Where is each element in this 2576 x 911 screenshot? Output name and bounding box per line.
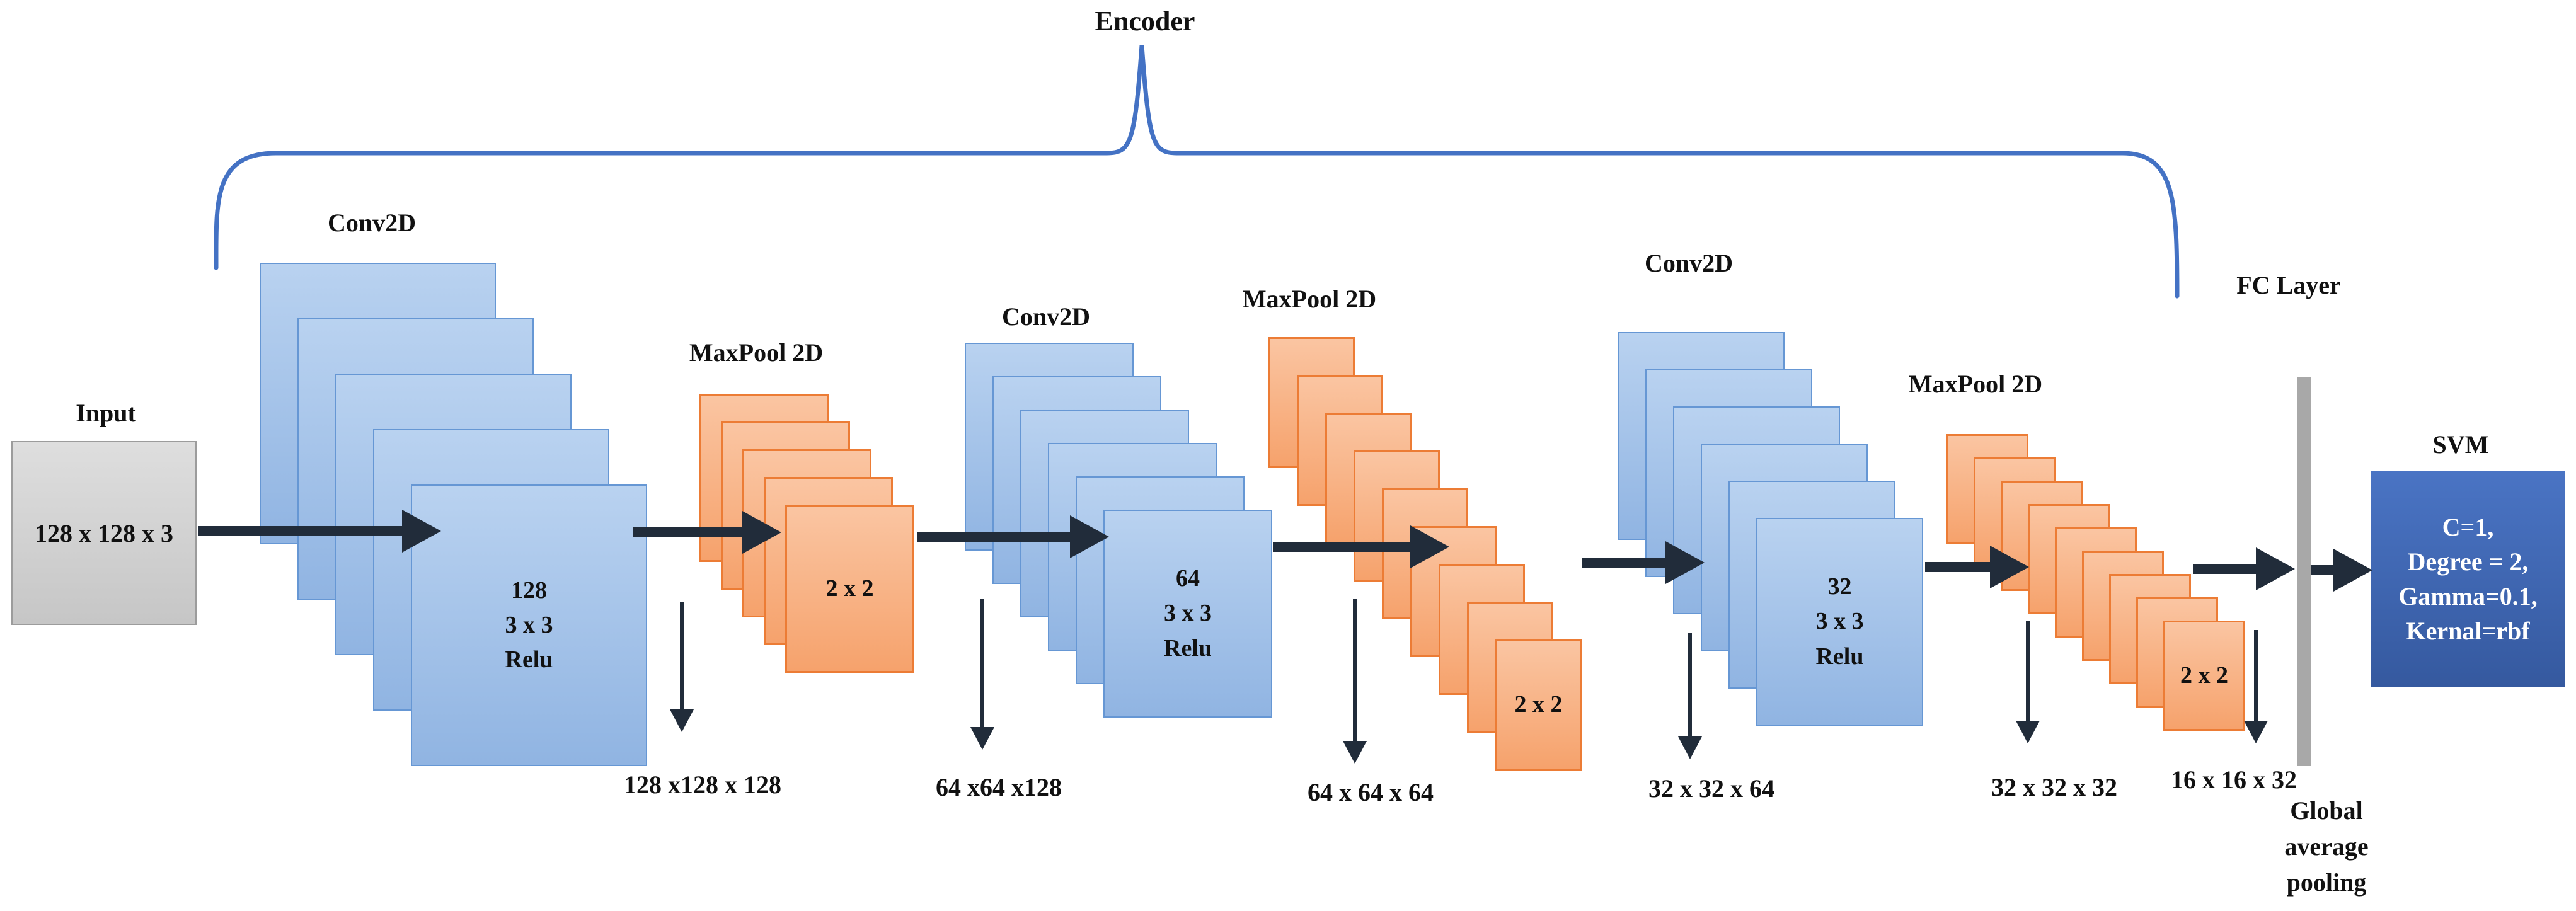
svm-label: SVM [2432, 430, 2489, 459]
encoder-label: Encoder [1095, 6, 1195, 37]
maxpool2-label: MaxPool 2D [1242, 285, 1377, 313]
svm-param-line: Kernal=rbf [2406, 617, 2530, 646]
output-arrow [970, 599, 994, 750]
flow-arrow [2311, 549, 2372, 592]
conv2-label: Conv2D [1001, 302, 1091, 331]
pool3-feature-map-square: 2 x 2 [2163, 621, 2245, 731]
input-label: Input [76, 399, 136, 427]
pool3-cell-text: 2 x 2 [2180, 662, 2228, 689]
dim-label-pool3-output: 16 x 16 x 32 [2171, 765, 2297, 794]
dim-label-pool2-output: 32 x 32 x 64 [1648, 774, 1774, 803]
dim-label-pool1-output: 64 x64 x128 [936, 773, 1062, 801]
svm-param-line: C=1, [2442, 512, 2494, 541]
global-average-pooling-caption: Global average pooling [2284, 796, 2369, 897]
conv1-label: Conv2D [327, 209, 417, 237]
pool2-feature-map-square: 2 x 2 [1495, 639, 1582, 771]
output-arrow [1678, 633, 1702, 759]
pool1-feature-map-square: 2 x 2 [785, 505, 914, 673]
svm-box: C=1, Degree = 2, Gamma=0.1, Kernal=rbf [2371, 471, 2565, 687]
output-arrow [670, 602, 694, 732]
conv3-label: Conv2D [1644, 249, 1734, 277]
fc-layer-label: FC Layer [2236, 271, 2341, 299]
input-dims: 128 x 128 x 3 [35, 519, 173, 547]
pool1-cell-text: 2 x 2 [825, 575, 874, 602]
pool2-cell-text: 2 x 2 [1514, 691, 1563, 718]
dim-label-conv3-output: 32 x 32 x 32 [1991, 773, 2117, 801]
svm-param-line: Degree = 2, [2407, 547, 2529, 576]
svm-param-line: Gamma=0.1, [2398, 582, 2538, 610]
encoder-brace [214, 45, 2180, 299]
output-arrow [2016, 621, 2040, 743]
input-box: 128 x 128 x 3 [11, 441, 197, 625]
flow-arrow [2193, 547, 2295, 590]
dim-label-conv2-output: 64 x 64 x 64 [1308, 778, 1434, 806]
maxpool1-label: MaxPool 2D [689, 338, 824, 367]
maxpool3-label: MaxPool 2D [1908, 370, 2043, 398]
output-arrow [1343, 599, 1367, 764]
fc-layer-bar [2297, 377, 2311, 766]
dim-label-conv1-output: 128 x128 x 128 [624, 771, 781, 799]
output-arrow [2244, 630, 2268, 743]
